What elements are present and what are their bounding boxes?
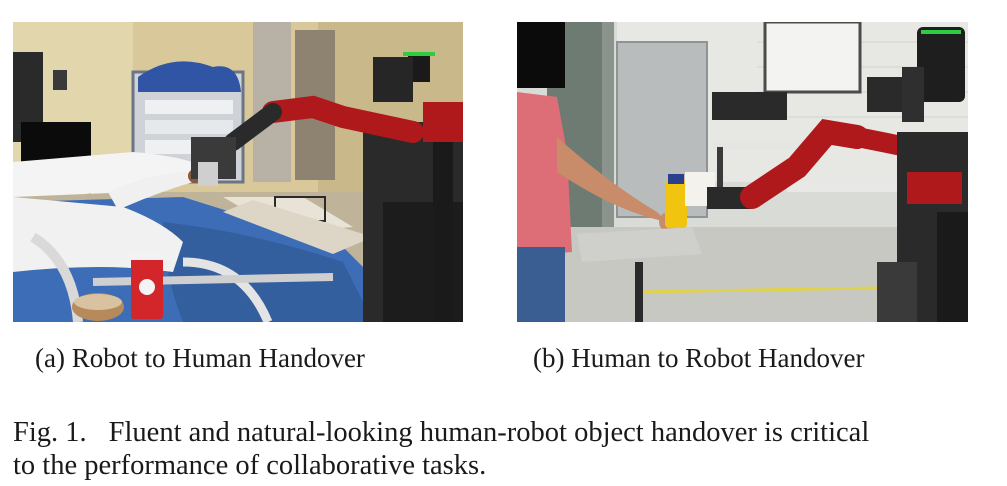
figure-caption-line-2: to the performance of collaborative task… — [13, 450, 487, 481]
subfigure-caption-b: (b) Human to Robot Handover — [533, 343, 864, 373]
figure-caption: Fig. 1. Fluent and natural-looking human-… — [13, 416, 998, 482]
robot-to-human-handover-photo — [13, 22, 463, 322]
human-to-robot-handover-photo — [517, 22, 968, 322]
figure-label: Fig. 1. — [13, 417, 87, 448]
subfigure-label: (a) — [35, 343, 65, 373]
figure-caption-text-1: Fluent and natural-looking human-robot o… — [108, 417, 870, 448]
subfigure-label: (b) — [533, 343, 565, 373]
subfigure-caption-text: Human to Robot Handover — [571, 343, 865, 373]
figure-caption-line-1: Fig. 1. Fluent and natural-looking human-… — [13, 416, 998, 449]
subfigure-caption-a: (a) Robot to Human Handover — [35, 343, 365, 373]
subfigure-caption-text: Robot to Human Handover — [71, 343, 365, 373]
